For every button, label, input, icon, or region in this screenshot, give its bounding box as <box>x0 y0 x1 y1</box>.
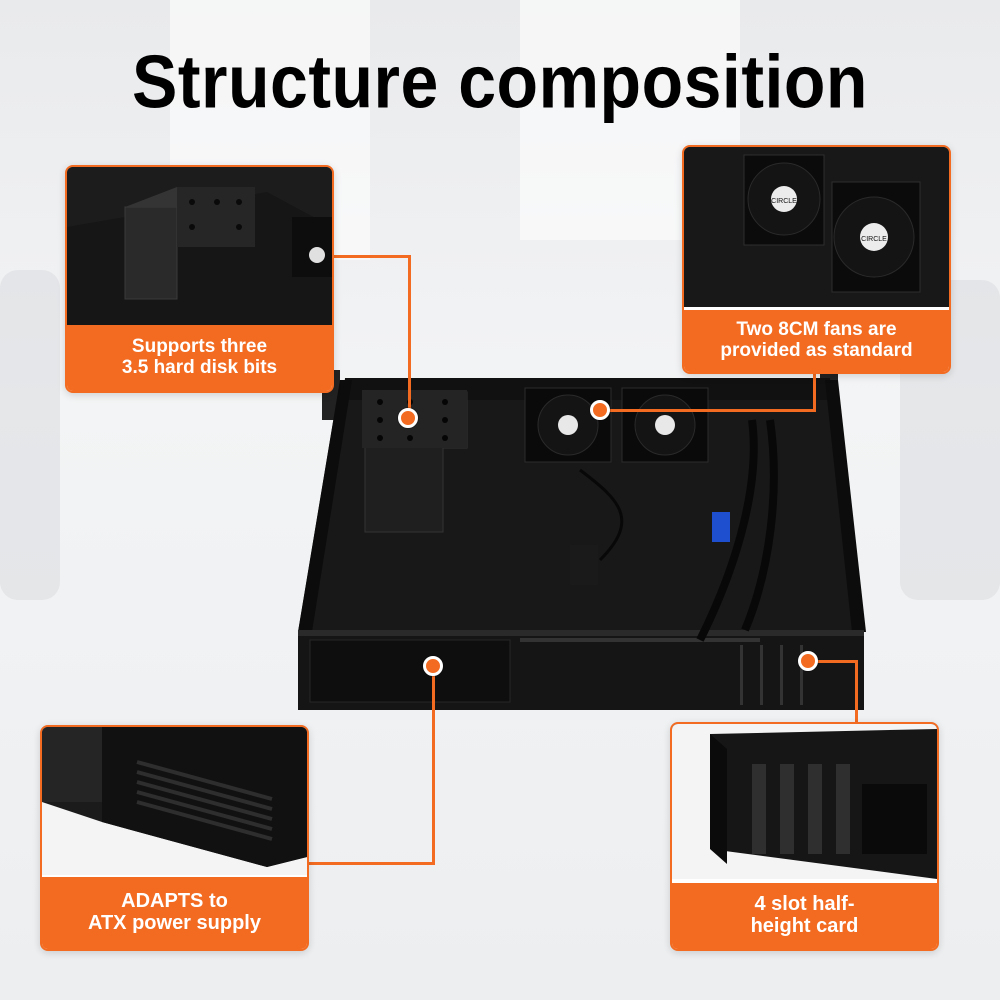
feature-panel-psu: ADAPTS to ATX power supply <box>40 725 309 951</box>
fans-photo: CIRCLE CIRCLE <box>684 147 949 307</box>
feature-label-fans: Two 8CM fans are provided as standard <box>684 310 949 372</box>
feature-label-psu: ADAPTS to ATX power supply <box>42 877 307 949</box>
hotspot-slots[interactable] <box>798 651 818 671</box>
feature-panel-slots: 4 slot half- height card <box>670 722 939 951</box>
hotspot-hdd[interactable] <box>398 408 418 428</box>
hotspot-psu[interactable] <box>423 656 443 676</box>
connector-fans <box>600 409 815 412</box>
psu-bay-photo <box>42 727 307 875</box>
feature-label-hdd: Supports three 3.5 hard disk bits <box>67 325 332 391</box>
page-title: Structure composition <box>132 40 868 124</box>
fan-brand-text: CIRCLE <box>861 236 887 243</box>
connector-psu <box>432 666 435 864</box>
feature-panel-hdd: Supports three 3.5 hard disk bits <box>65 165 334 393</box>
connector-hdd <box>330 255 410 258</box>
hotspot-fans[interactable] <box>590 400 610 420</box>
connector-hdd <box>408 255 411 415</box>
connector-slots <box>855 660 858 722</box>
background-chair <box>0 270 60 600</box>
feature-label-slots: 4 slot half- height card <box>672 883 937 949</box>
hdd-cage-photo <box>67 167 332 325</box>
connector-psu <box>305 862 435 865</box>
expansion-slots-photo <box>672 724 937 879</box>
connector-slots <box>808 660 858 663</box>
connector-fans <box>813 370 816 412</box>
fan-brand-text: CIRCLE <box>771 198 797 205</box>
feature-panel-fans: CIRCLE CIRCLE Two 8CM fans are provided … <box>682 145 951 374</box>
